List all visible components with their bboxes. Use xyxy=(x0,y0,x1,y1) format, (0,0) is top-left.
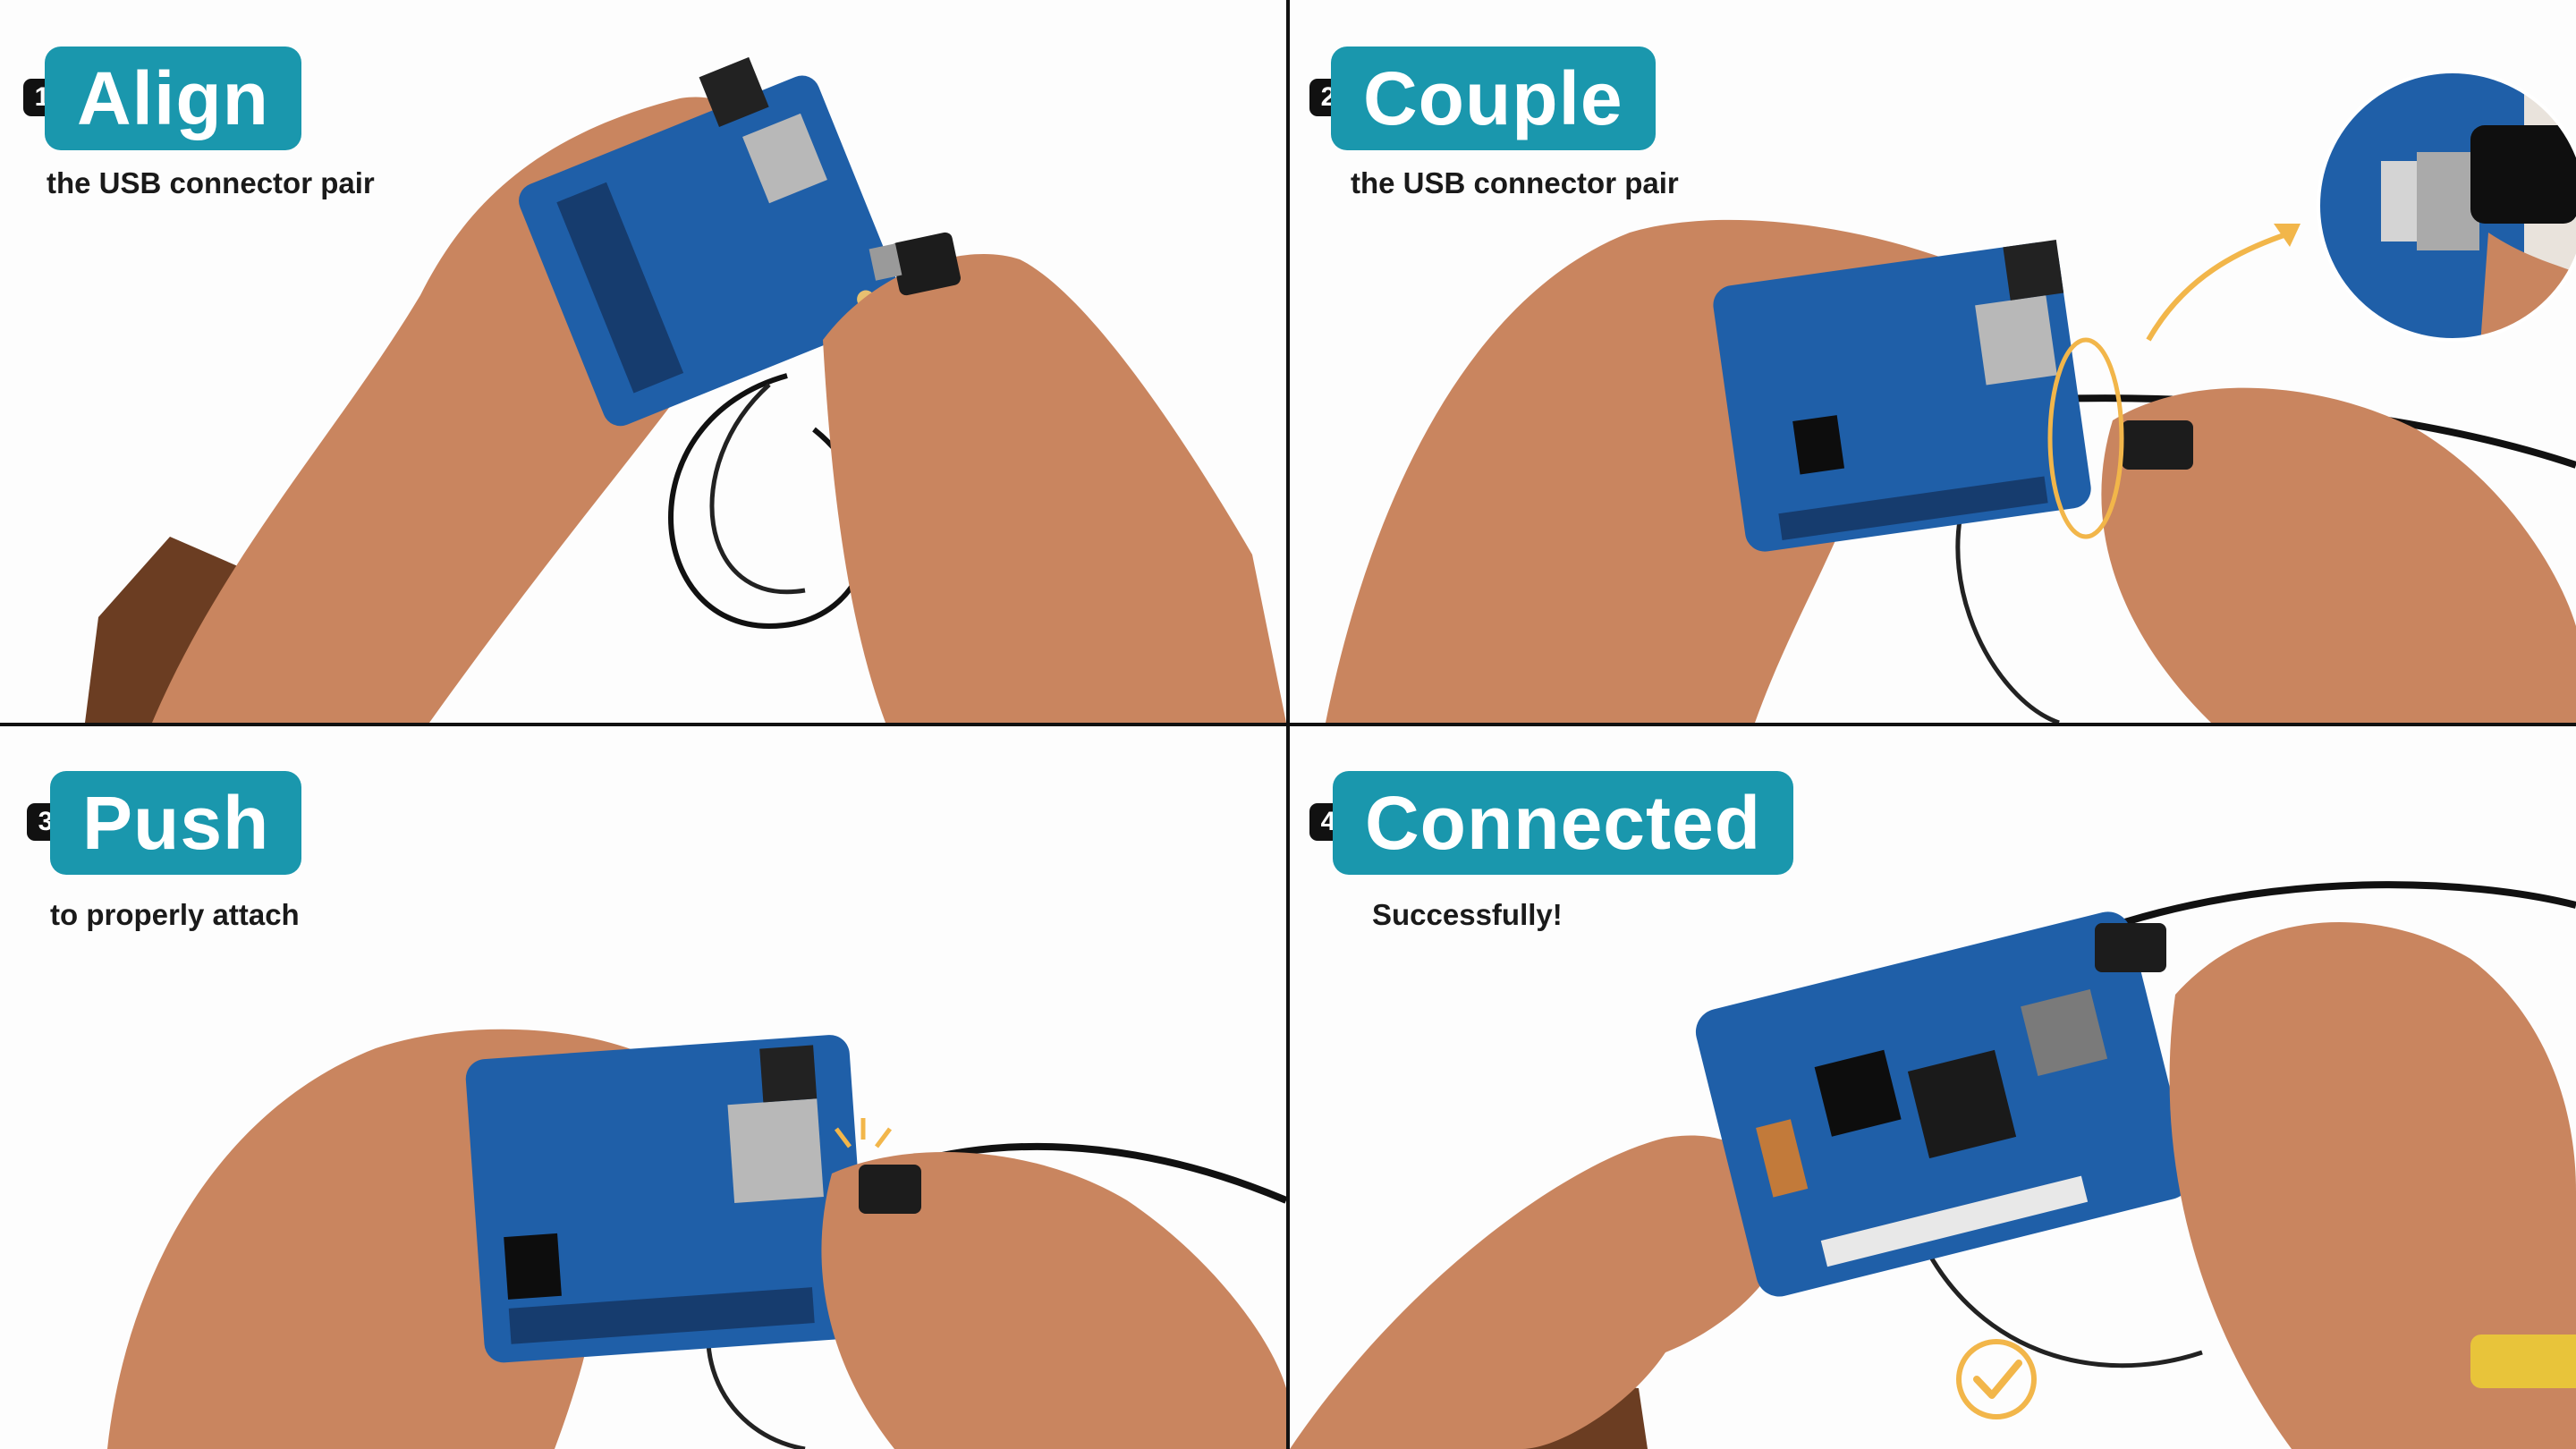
step-panel-align: 1 Align the USB connector pair xyxy=(0,0,1286,723)
align-photo-illustration xyxy=(85,56,1286,723)
couple-photo-illustration xyxy=(1326,70,2576,723)
step-title-pill: Push xyxy=(50,771,302,875)
right-hand xyxy=(2169,922,2576,1449)
usb-plug xyxy=(891,232,961,296)
arrow-callout-icon xyxy=(2146,230,2292,342)
step-panel-couple: 2 Couple the USB connector pair xyxy=(1290,0,2576,723)
usb-plug-metal xyxy=(869,243,902,281)
right-hand xyxy=(821,1152,1286,1449)
push-photo-illustration xyxy=(107,1029,1286,1449)
panel-divider-horizontal xyxy=(0,723,2576,726)
step-title-pill: Align xyxy=(45,47,301,150)
left-hand xyxy=(1290,1135,1784,1449)
step-panel-connected: 4 Connected Successfully! xyxy=(1290,726,2576,1449)
step-subtitle: the USB connector pair xyxy=(1351,166,1679,199)
highlight-ellipse xyxy=(2047,337,2124,539)
zoom-inset-illustration xyxy=(2317,70,2576,342)
right-hand xyxy=(823,254,1286,723)
spark-icon xyxy=(835,1118,892,1148)
beagleboard-pcb xyxy=(465,1035,869,1363)
right-hand xyxy=(2101,387,2576,723)
step-subtitle: Successfully! xyxy=(1372,898,1563,931)
usb-cable-loop xyxy=(709,383,806,595)
step-panel-push: 3 Push to properly attach xyxy=(0,726,1286,1449)
wristband xyxy=(2470,1335,2576,1388)
beagleboard-pcb xyxy=(1713,240,2091,552)
usb-cable-loop-2 xyxy=(1913,1226,2203,1368)
beagleboard-pcb xyxy=(1695,911,2191,1297)
beagleboard-pcb xyxy=(519,56,904,427)
usb-plug xyxy=(2122,420,2193,470)
usb-plug xyxy=(859,1165,921,1214)
step-title-pill: Connected xyxy=(1333,771,1794,875)
checkmark-circle-icon xyxy=(1956,1339,2037,1419)
step-subtitle: to properly attach xyxy=(50,898,300,931)
usb-cable xyxy=(2093,881,2576,936)
connected-photo-illustration xyxy=(1290,881,2576,1449)
step-subtitle: the USB connector pair xyxy=(47,166,375,199)
usb-plug xyxy=(2095,923,2166,972)
arrow-head xyxy=(2274,224,2301,247)
step-title-pill: Couple xyxy=(1331,47,1656,150)
